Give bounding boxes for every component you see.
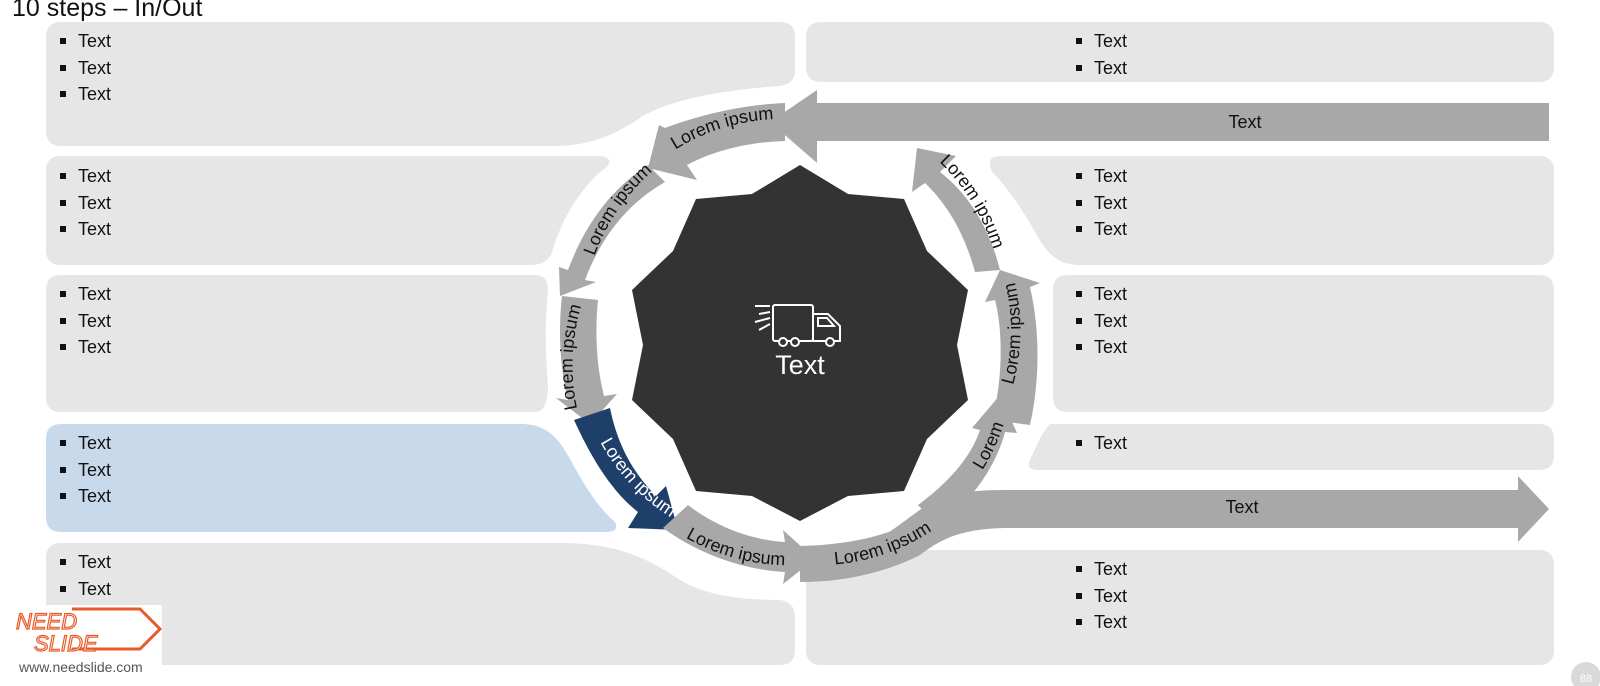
list-item: Text <box>1074 334 1127 361</box>
hub-shape <box>632 165 968 521</box>
cycle-ring <box>556 103 1040 584</box>
panel-bottom-left <box>46 543 795 665</box>
list-item: Text <box>58 308 111 335</box>
input-arrow-label: Text <box>1228 112 1262 132</box>
bullets-row4-right: Text <box>1074 430 1127 457</box>
list-item: Text <box>58 281 111 308</box>
svg-text:NEED: NEED <box>16 609 77 634</box>
list-item: Text <box>58 163 111 190</box>
list-item: Text <box>58 483 111 510</box>
hub-label: Text <box>775 350 825 380</box>
list-item: Text <box>58 55 111 82</box>
cycle-arrow-8 <box>985 270 1040 425</box>
page-number-badge: 88 <box>1571 662 1600 686</box>
page-number: 88 <box>1580 673 1592 685</box>
list-item: Text <box>58 457 111 484</box>
list-item: Text <box>1074 216 1127 243</box>
bullets-row2-left: Text Text Text <box>58 163 111 243</box>
panel-row3-right <box>1053 275 1554 412</box>
panel-top-left <box>46 22 795 146</box>
needslide-logo: NEED SLIDE <box>12 605 162 665</box>
list-item: Text <box>1074 609 1127 636</box>
panel-row2-left <box>46 156 610 265</box>
bullets-row3-left: Text Text Text <box>58 281 111 361</box>
list-item: Text <box>1074 163 1127 190</box>
cycle-arrow-4-highlight <box>574 408 678 530</box>
delivery-truck-icon <box>754 304 841 347</box>
list-item: Text <box>1074 556 1127 583</box>
bullets-top-left: Text Text Text <box>58 28 111 108</box>
list-item: Text <box>1074 28 1127 55</box>
panel-row4-left-highlight <box>46 424 617 532</box>
cycle-arrow-3 <box>556 296 617 424</box>
list-item: Text <box>58 28 111 55</box>
list-item: Text <box>58 576 111 603</box>
bullets-bottom-left: Text Text <box>58 549 111 602</box>
list-item: Text <box>1074 55 1127 82</box>
bullets-top-right: Text Text <box>1074 28 1127 81</box>
cycle-arrow-2 <box>559 165 665 296</box>
list-item: Text <box>1074 430 1127 457</box>
cycle-arrow-9 <box>912 148 1000 272</box>
panel-bottom-right <box>806 550 1554 665</box>
bullets-row2-right: Text Text Text <box>1074 163 1127 243</box>
list-item: Text <box>1074 281 1127 308</box>
page-title: 10 steps – In/Out <box>12 0 203 22</box>
panel-row4-right <box>1028 424 1554 470</box>
list-item: Text <box>58 549 111 576</box>
panel-row3-left <box>46 275 548 412</box>
list-item: Text <box>58 334 111 361</box>
output-arrow <box>800 476 1549 582</box>
panel-row2-right <box>989 156 1554 265</box>
list-item: Text <box>1074 190 1127 217</box>
bullets-bottom-right: Text Text Text <box>1074 556 1127 636</box>
list-item: Text <box>58 216 111 243</box>
list-item: Text <box>1074 308 1127 335</box>
panel-top-right <box>806 22 1554 82</box>
list-item: Text <box>58 430 111 457</box>
bullets-row4-left: Text Text Text <box>58 430 111 510</box>
cycle-arrow-6 <box>800 520 920 582</box>
cycle-arrow-7 <box>918 395 1017 528</box>
list-item: Text <box>58 81 111 108</box>
list-item: Text <box>58 190 111 217</box>
logo-url: www.needslide.com <box>19 659 143 675</box>
svg-text:SLIDE: SLIDE <box>34 631 98 656</box>
output-arrow-label: Text <box>1225 497 1259 517</box>
cycle-arrow-5 <box>663 505 815 584</box>
list-item: Text <box>1074 583 1127 610</box>
input-arrow <box>770 90 1549 163</box>
cycle-arrow-1 <box>648 103 785 180</box>
bullets-row3-right: Text Text Text <box>1074 281 1127 361</box>
